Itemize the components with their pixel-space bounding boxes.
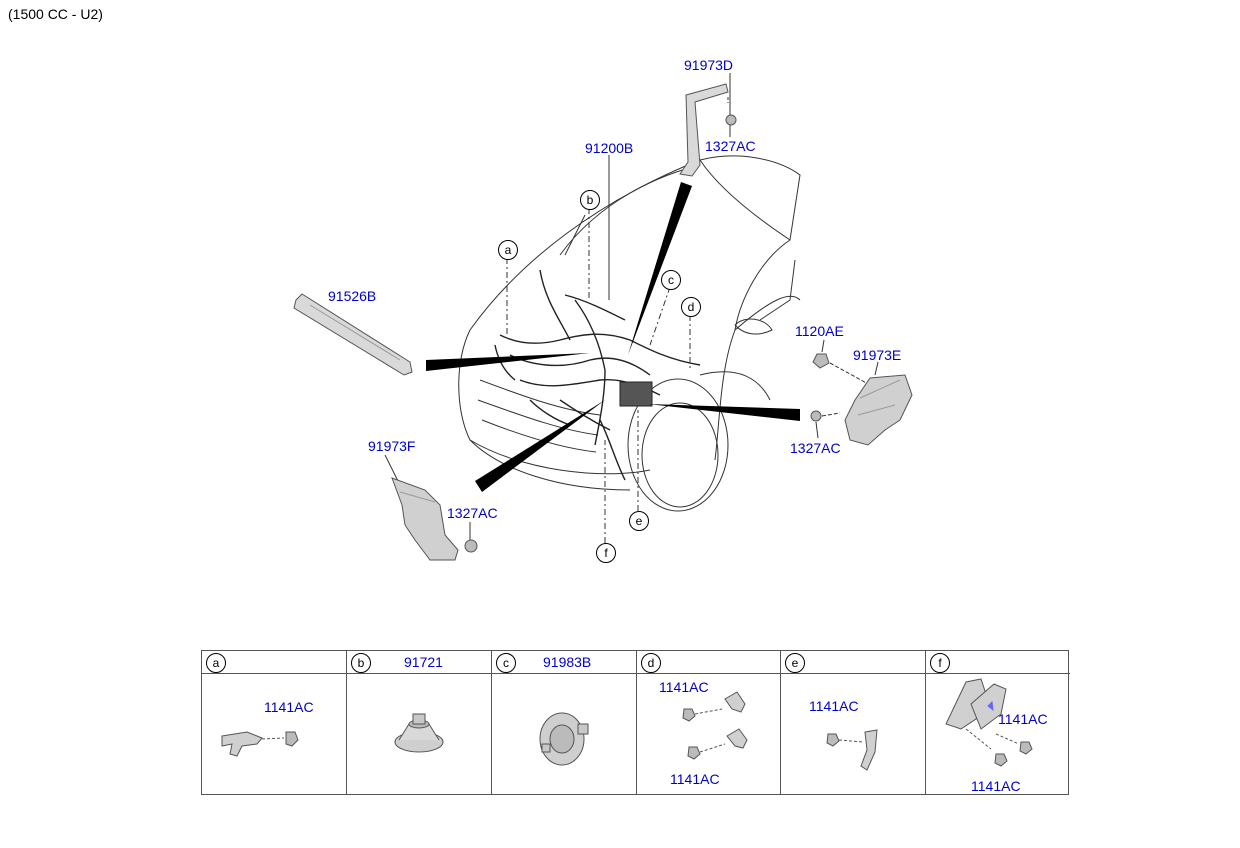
part-label-1327AC-right[interactable]: 1327AC bbox=[790, 440, 841, 456]
main-wiring-harness bbox=[494, 269, 701, 481]
car-hood-outline bbox=[469, 155, 801, 461]
view-marker-b[interactable]: b bbox=[580, 190, 600, 210]
protector-91526B-shape bbox=[293, 293, 413, 376]
detail-header-b: b 91721 bbox=[347, 651, 491, 674]
detail-drawing-c bbox=[539, 712, 589, 766]
part-label-91973F[interactable]: 91973F bbox=[368, 438, 416, 454]
detail-e-label-1141AC[interactable]: 1141AC bbox=[809, 698, 859, 714]
detail-a-label-1141AC[interactable]: 1141AC bbox=[264, 699, 314, 715]
car-roof-outline bbox=[699, 159, 791, 241]
detail-cell-c: c 91983B bbox=[492, 651, 637, 794]
detail-d-label-1141AC-bottom[interactable]: 1141AC bbox=[670, 771, 720, 787]
detail-drawing-e bbox=[826, 729, 878, 771]
detail-marker-e: e bbox=[785, 653, 805, 673]
car-wheel-arch bbox=[627, 378, 729, 512]
detail-cell-d: d 1141AC 1141AC bbox=[637, 651, 781, 794]
detail-d-label-1141AC-top[interactable]: 1141AC bbox=[659, 679, 709, 695]
junction-box bbox=[619, 381, 653, 407]
detail-header-a: a bbox=[202, 651, 346, 674]
car-wheel bbox=[641, 402, 719, 508]
detail-b-part-91721[interactable]: 91721 bbox=[404, 654, 443, 670]
detail-header-f: f bbox=[926, 651, 1070, 674]
leader-1327AC-right bbox=[815, 421, 819, 439]
detail-marker-c: c bbox=[496, 653, 516, 673]
bracket-91973E-shape bbox=[810, 353, 913, 446]
detail-f-label-1141AC-bottom[interactable]: 1141AC bbox=[971, 778, 1021, 794]
detail-header-e: e bbox=[781, 651, 925, 674]
car-side bbox=[734, 259, 801, 331]
view-marker-e[interactable]: e bbox=[629, 511, 649, 531]
part-label-1327AC-top[interactable]: 1327AC bbox=[705, 138, 756, 154]
diagram-caption: (1500 CC - U2) bbox=[8, 6, 103, 22]
leader-wedges bbox=[426, 182, 800, 492]
detail-drawing-a bbox=[221, 731, 299, 757]
view-marker-d[interactable]: d bbox=[681, 297, 701, 317]
bracket-91973D-shape bbox=[679, 83, 737, 177]
detail-marker-f: f bbox=[930, 653, 950, 673]
leader-c bbox=[649, 286, 671, 346]
part-label-1120AE[interactable]: 1120AE bbox=[795, 323, 844, 339]
detail-c-part-91983B[interactable]: 91983B bbox=[543, 654, 592, 670]
detail-table: a 1141AC b 91721 c 91983B bbox=[201, 650, 1070, 795]
part-label-91526B[interactable]: 91526B bbox=[328, 288, 377, 304]
detail-drawing-b bbox=[394, 713, 444, 753]
detail-drawing-f bbox=[945, 678, 1033, 767]
leader-91973E bbox=[874, 361, 879, 376]
view-marker-a[interactable]: a bbox=[498, 240, 518, 260]
main-diagram bbox=[293, 73, 913, 561]
detail-marker-d: d bbox=[641, 653, 661, 673]
part-label-91200B[interactable]: 91200B bbox=[585, 140, 634, 156]
car-fender bbox=[699, 371, 771, 401]
detail-drawing-d bbox=[682, 691, 748, 760]
part-label-91973D[interactable]: 91973D bbox=[684, 57, 734, 73]
view-marker-c[interactable]: c bbox=[661, 270, 681, 290]
detail-cell-a: a 1141AC bbox=[202, 651, 347, 794]
detail-cell-e: e 1141AC bbox=[781, 651, 926, 794]
detail-marker-b: b bbox=[351, 653, 371, 673]
car-bumper bbox=[469, 439, 631, 491]
detail-marker-a: a bbox=[206, 653, 226, 673]
leader-1120AE bbox=[821, 339, 825, 353]
car-mirror bbox=[734, 318, 773, 335]
detail-cell-f: f 1141AC 1141AC bbox=[926, 651, 1070, 794]
detail-f-label-1141AC-right[interactable]: 1141AC bbox=[998, 711, 1048, 727]
detail-header-c: c 91983B bbox=[492, 651, 636, 674]
detail-header-d: d bbox=[637, 651, 780, 674]
view-marker-f[interactable]: f bbox=[596, 543, 616, 563]
part-label-1327AC-left[interactable]: 1327AC bbox=[447, 505, 498, 521]
detail-cell-b: b 91721 bbox=[347, 651, 492, 794]
bracket-91973F-shape bbox=[391, 477, 478, 561]
part-label-91973E[interactable]: 91973E bbox=[853, 347, 902, 363]
